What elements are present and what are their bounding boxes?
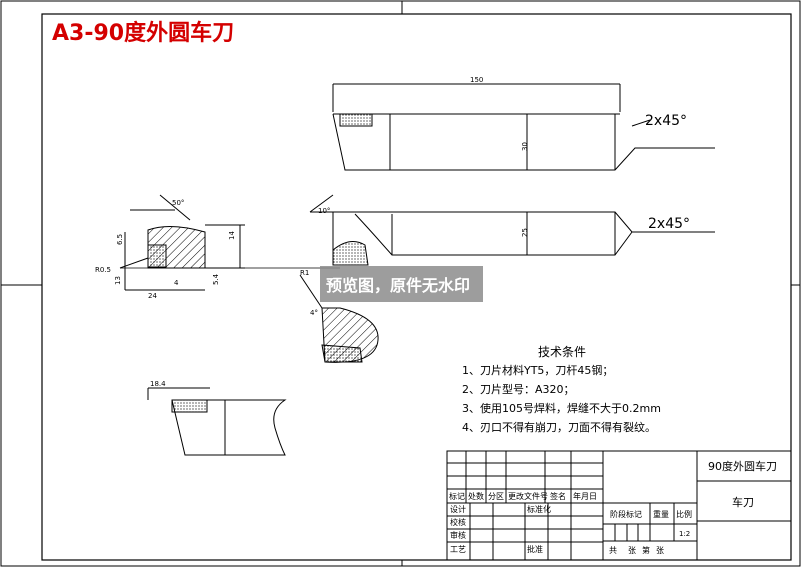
- tb-change-doc: 更改文件号: [508, 491, 548, 501]
- note-item-4: 4、刃口不得有崩刀，刀面不得有裂纹。: [462, 420, 656, 434]
- dim-left-4: 4: [174, 279, 179, 287]
- tb-sheets2: 张: [656, 546, 664, 555]
- dim-angle-10: 10°: [318, 207, 330, 215]
- dim-left-13: 13: [114, 276, 122, 285]
- note-item-1: 1、刀片材料YT5，刀杆45钢；: [462, 363, 613, 377]
- tb-weight: 重量: [653, 509, 669, 519]
- tb-check: 审核: [450, 530, 466, 540]
- watermark: 预览图，原件无水印: [320, 266, 483, 302]
- tb-stage-mark: 阶段标记: [610, 509, 642, 519]
- bottom-left-view: [147, 387, 287, 456]
- tb-count: 处数: [468, 491, 484, 501]
- dim-chamfer-bottom: 2x45°: [648, 216, 690, 232]
- tb-approve: 批准: [527, 544, 543, 554]
- tb-zone: 分区: [488, 492, 504, 501]
- left-detail-view: [119, 194, 245, 291]
- note-item-2: 2、刀片型号：A320；: [462, 382, 575, 396]
- tb-signature: 签名: [550, 491, 566, 501]
- tb-total: 共: [609, 546, 617, 555]
- watermark-text: 预览图，原件无水印: [326, 276, 470, 295]
- tb-process: 工艺: [450, 545, 466, 554]
- dim-top-height: 30: [521, 142, 529, 151]
- dim-r1: R1: [300, 269, 309, 277]
- notes-title: 技术条件: [538, 345, 586, 359]
- dim-left-5-4: 5.4: [212, 273, 220, 285]
- tb-scale-value: 1:2: [679, 530, 690, 538]
- title-block-labels: 标记 处数 分区 更改文件号 签名 年月日 设计 标准化 校核 审核 工艺 批准…: [449, 459, 777, 555]
- dim-left-14: 14: [228, 231, 236, 240]
- tb-mark: 标记: [449, 491, 465, 501]
- dim-left-r05: R0.5: [95, 266, 111, 274]
- dim-bottom-left: 18.4: [150, 380, 166, 388]
- tb-drawing-name: 90度外圆车刀: [708, 459, 777, 473]
- drawing-title: A3-90度外圆车刀: [52, 20, 234, 46]
- tb-standard: 标准化: [527, 504, 551, 514]
- top-tool-view: [332, 83, 715, 171]
- tb-sheet-no: 第: [642, 545, 650, 555]
- middle-tool-view: [309, 194, 715, 266]
- tb-extra1: 校核: [450, 517, 466, 527]
- dim-angle-4: 4°: [310, 309, 318, 317]
- note-item-3: 3、使用105号焊料，焊缝不大于0.2mm: [462, 401, 661, 415]
- dim-left-50: 50°: [172, 199, 184, 207]
- title-block: [446, 450, 792, 561]
- dim-left-6-5: 6.5: [116, 234, 124, 245]
- dim-top-length: 150: [470, 76, 483, 84]
- tb-date: 年月日: [573, 491, 597, 501]
- dim-chamfer-top: 2x45°: [645, 113, 687, 129]
- dim-left-24: 24: [148, 292, 157, 300]
- dim-bottom-height: 25: [521, 228, 529, 237]
- tb-part-name: 车刀: [732, 495, 754, 509]
- tb-design: 设计: [450, 504, 466, 514]
- tb-ratio: 比例: [676, 509, 692, 519]
- technical-notes: 技术条件 1、刀片材料YT5，刀杆45钢； 2、刀片型号：A320； 3、使用1…: [462, 345, 661, 434]
- section-detail-view: [299, 274, 379, 363]
- tb-sheets: 张: [628, 546, 636, 555]
